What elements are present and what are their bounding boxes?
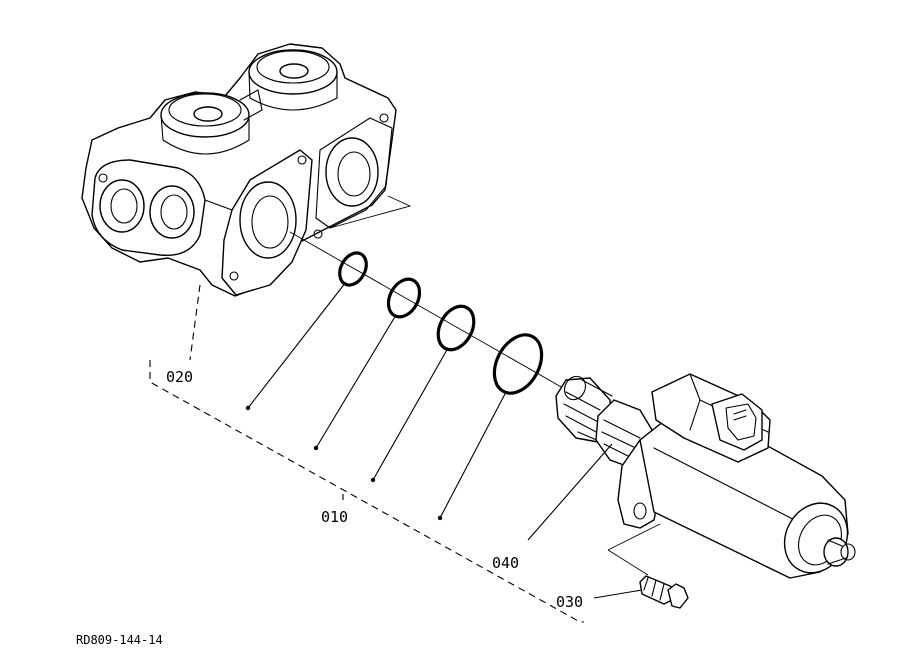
leader-oring-1 [247,281,347,409]
callout-030: 030 [556,593,583,611]
assembly-axis-line [289,231,571,393]
callout-020: 020 [166,368,193,386]
leader-020 [189,284,201,361]
o-rings [338,251,544,395]
callout-040: 040 [492,554,519,572]
leader-oring-2 [315,314,397,449]
leader-oring-3 [372,347,449,481]
group-bracket [149,360,584,623]
bolt [607,523,689,609]
valve-body [81,43,412,297]
drawing-reference: RD809-144-14 [76,633,163,647]
o-ring-4 [492,333,544,395]
o-ring-3 [436,304,476,352]
o-ring-2 [386,277,422,319]
o-ring-1 [338,251,368,287]
leader-040 [527,443,613,541]
callout-010: 010 [321,508,348,526]
solenoid-valve [555,373,856,579]
leader-030 [593,589,643,599]
leader-oring-4 [439,391,507,519]
